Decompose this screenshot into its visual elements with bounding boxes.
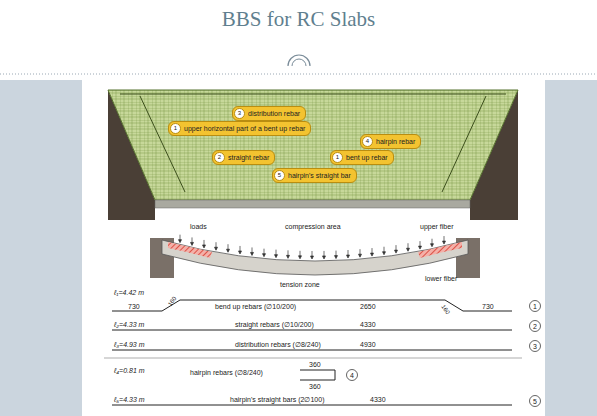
dimension: 160	[166, 295, 179, 308]
dimension: 730	[128, 302, 140, 311]
callout-number: 3	[234, 108, 245, 119]
callout-number: 2	[214, 152, 225, 163]
rebar-callout: 5hairpin's straight bar	[272, 168, 357, 183]
bar-name: hairpin rebars (∅8/240)	[190, 368, 263, 377]
dimension: 730	[482, 302, 494, 311]
callout-number: 1	[530, 302, 540, 311]
bar-length: ℓ₂=4.33 m	[114, 320, 144, 329]
dimension: 2650	[360, 302, 376, 311]
dimension: 360	[309, 382, 321, 391]
callout-number: 5	[274, 170, 285, 181]
rebar-callout: 1bent up rebar	[330, 150, 394, 165]
callout-number: 4	[362, 136, 373, 147]
callout-number: 2	[530, 322, 540, 331]
bar-name: straight rebars (∅10/200)	[235, 320, 314, 329]
beam-label: tension zone	[280, 280, 320, 289]
callout-number: 5	[530, 397, 540, 406]
bar-length: ℓ₁=4.42 m	[114, 288, 144, 297]
callout-number: 1	[332, 152, 343, 163]
callout-number: 3	[530, 342, 540, 351]
bar-length: ℓ₅=4.33 m	[114, 395, 145, 404]
dimension: 160	[439, 303, 452, 316]
dimension: 4930	[360, 340, 376, 349]
beam-label: compression area	[285, 222, 341, 231]
beam-label: loads	[190, 222, 207, 231]
title: BBS for RC Slabs	[0, 6, 597, 32]
callout-text: bent up rebar	[346, 153, 388, 162]
bar-name: distribution rebars (∅8/240)	[235, 340, 321, 349]
callout-text: hairpin's straight bar	[288, 171, 351, 180]
beam-label: upper fiber	[420, 222, 453, 231]
dimension: 4330	[370, 395, 386, 404]
callout-number: 1	[170, 123, 181, 134]
beam-label: lower fiber	[425, 274, 457, 283]
callout-text: hairpin rebar	[376, 137, 415, 146]
bar-length: ℓ₄=0.81 m	[114, 366, 145, 375]
rebar-callout: 1upper horizontal part of a bent up reba…	[168, 121, 311, 136]
callout-text: straight rebar	[228, 153, 269, 162]
callout-number: 4	[347, 371, 357, 380]
dimension: 4330	[360, 320, 376, 329]
bar-name: bend up rebars (∅10/200)	[215, 302, 296, 311]
bar-length: ℓ₃=4.93 m	[114, 340, 145, 349]
rebar-callout: 2straight rebar	[212, 150, 275, 165]
callout-text: upper horizontal part of a bent up rebar	[184, 124, 305, 133]
rebar-callout: 3distribution rebar	[232, 106, 306, 121]
dimension: 360	[309, 360, 321, 369]
callout-text: distribution rebar	[248, 109, 300, 118]
rebar-callout: 4hairpin rebar	[360, 134, 421, 149]
bar-name: hairpin's straight bars (2∅100)	[230, 395, 325, 404]
